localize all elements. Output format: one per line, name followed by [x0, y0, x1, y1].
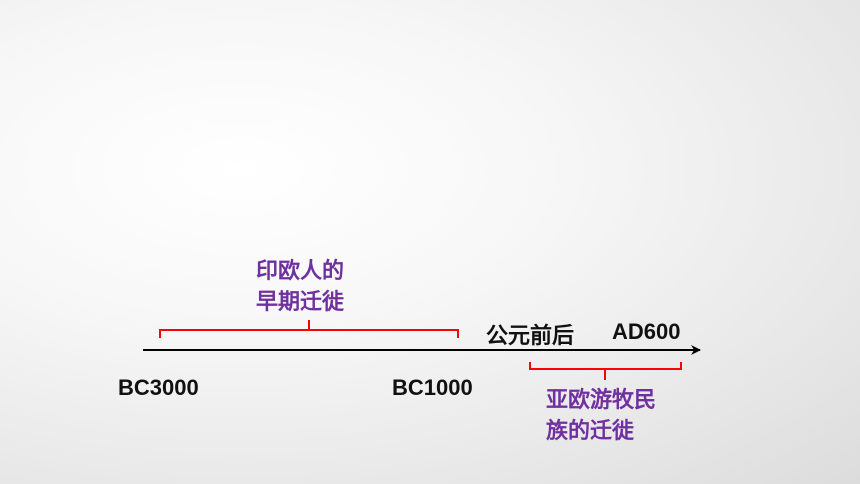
indo-european-migration-bracket: [159, 320, 459, 338]
nomadic-migration-label-line-1: 亚欧游牧民: [546, 387, 657, 412]
indo-european-migration-label: 印欧人的 早期迁徙: [256, 255, 344, 317]
bc3000-label: BC3000: [118, 375, 199, 400]
nomadic-migration-label: 亚欧游牧民 族的迁徙: [546, 384, 656, 446]
nomadic-migration-label-line-2: 族的迁徙: [546, 418, 635, 443]
indo-european-migration-label-line-1: 印欧人的: [256, 258, 345, 283]
nomadic-migration-bracket: [529, 362, 682, 380]
ad600-label: AD600: [612, 319, 681, 344]
indo-european-migration-label-line-2: 早期迁徙: [256, 289, 345, 314]
bc1000-label: BC1000: [392, 375, 473, 400]
common-era-label: 公元前后: [486, 323, 575, 348]
